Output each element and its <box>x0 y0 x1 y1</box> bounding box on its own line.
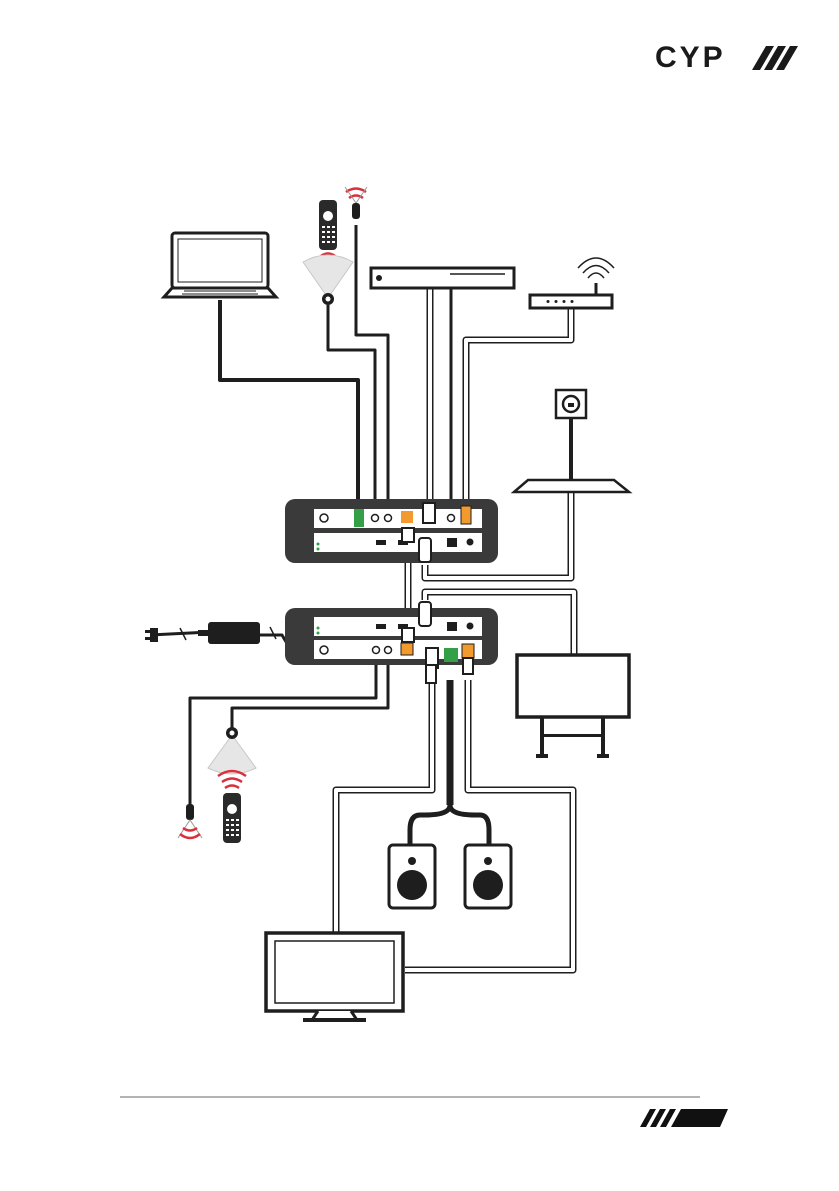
monitor-icon <box>266 933 403 1022</box>
speaker-right-cable <box>450 805 489 845</box>
table-icon <box>514 480 629 492</box>
ir-blaster-icon <box>178 804 202 838</box>
ir-receiver-bottom-cable <box>232 655 388 728</box>
ir-blaster-icon <box>345 187 367 219</box>
laptop-icon <box>164 233 276 297</box>
ir-blaster-bottom-cable <box>190 655 376 805</box>
ir-receiver-icon <box>208 727 256 774</box>
laptop-control-cable <box>220 300 358 505</box>
display-icon <box>517 655 629 758</box>
brand-slashes-icon <box>752 46 798 70</box>
ir-receiver-icon <box>303 255 353 305</box>
brand-logo: CYP <box>655 41 798 74</box>
speaker-left-cable <box>410 805 450 845</box>
remote-control-icon <box>223 793 241 843</box>
speaker-icon <box>389 845 435 908</box>
footer <box>120 1097 728 1127</box>
extender-unit-icon <box>285 499 498 563</box>
power-outlet-icon <box>556 390 586 418</box>
remote-control-icon <box>319 200 337 250</box>
brand-logo-text: CYP <box>655 41 726 74</box>
media-player-icon <box>371 268 514 288</box>
footer-tab-icon <box>640 1109 728 1127</box>
speaker-icon <box>465 845 511 908</box>
router-icon <box>530 258 614 308</box>
